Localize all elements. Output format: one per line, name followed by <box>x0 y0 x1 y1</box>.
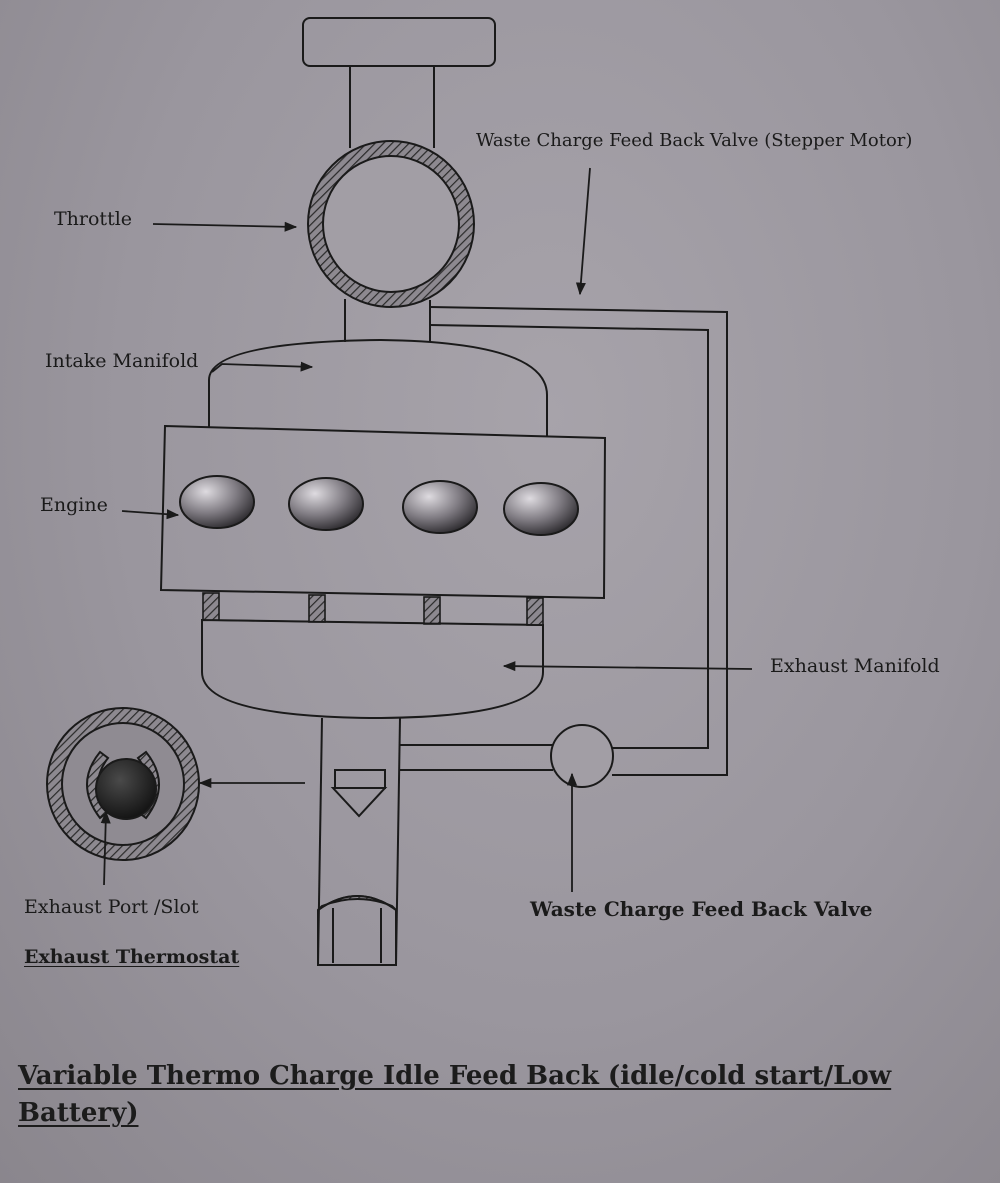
label-exhaust-thermostat: Exhaust Thermostat <box>24 946 240 968</box>
throttle-arrow <box>152 221 298 232</box>
stepper-valve-arrow <box>575 167 591 296</box>
exhaust-silencer <box>317 895 397 966</box>
intake-manifold <box>208 338 548 437</box>
air-filter-box <box>302 17 496 67</box>
cylinder-2 <box>288 477 364 531</box>
exhaust-port-3 <box>423 596 441 625</box>
exhaust-check-valve-cone <box>330 787 388 818</box>
label-waste-valve: Waste Charge Feed Back Valve <box>530 897 873 921</box>
cylinder-1 <box>179 475 255 529</box>
diagram-caption: Variable Thermo Charge Idle Feed Back (i… <box>18 1061 892 1128</box>
feedback-tube-outer <box>429 306 728 776</box>
exhaust-port-2 <box>308 594 326 623</box>
cylinder-3 <box>402 480 478 534</box>
cylinder-4 <box>503 482 579 536</box>
label-waste-valve-stepper: Waste Charge Feed Back Valve (Stepper Mo… <box>476 130 913 151</box>
exhaust-port-1 <box>202 592 220 621</box>
intake-manifold-arrow <box>211 361 314 373</box>
exhaust-check-valve-body <box>334 769 386 789</box>
engine-block <box>159 424 607 600</box>
exhaust-manifold-arrow <box>502 661 753 672</box>
label-throttle: Throttle <box>54 208 133 230</box>
label-intake-manifold: Intake Manifold <box>45 350 199 372</box>
throttle-bore <box>322 155 460 293</box>
waste-charge-valve <box>550 724 614 788</box>
exhaust-manifold <box>201 618 544 720</box>
label-engine: Engine <box>40 494 108 516</box>
thermostat-ball <box>95 758 157 820</box>
exhaust-port-4 <box>526 597 544 626</box>
label-exhaust-manifold: Exhaust Manifold <box>770 655 940 677</box>
exhaust-port-arrow <box>100 810 111 886</box>
engine-arrow <box>121 509 180 520</box>
label-exhaust-port: Exhaust Port /Slot <box>24 896 199 918</box>
feedback-tube-inner <box>429 324 709 749</box>
